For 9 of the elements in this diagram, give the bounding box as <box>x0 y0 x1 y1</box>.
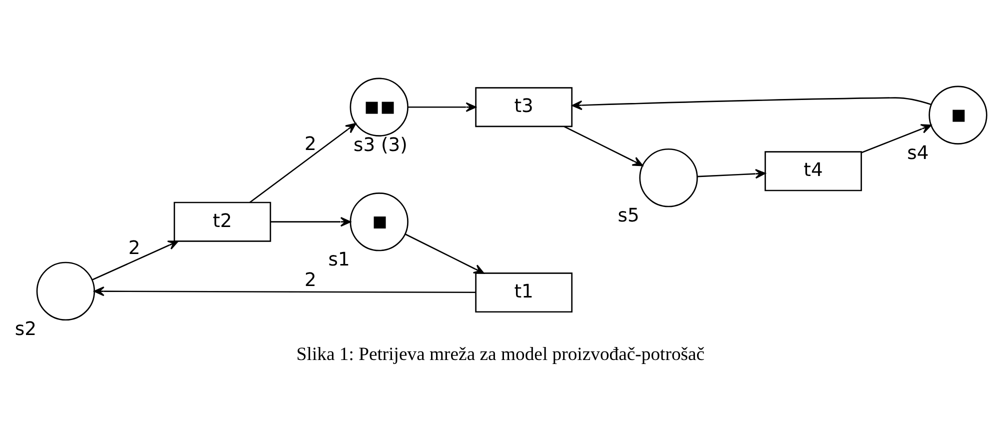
edge-label: 2 <box>304 270 316 291</box>
edge-label: 2 <box>304 134 316 155</box>
node-label: s3 (3) <box>352 134 407 156</box>
edge-label: 2 <box>128 238 140 259</box>
caption: Slika 1: Petrijeva mreža za model proizvođač-potrošač <box>296 344 704 365</box>
node-label: s1 <box>328 248 350 270</box>
node-label: s2 <box>14 318 36 340</box>
node-label: s4 <box>906 142 928 164</box>
node-label: s5 <box>617 204 639 226</box>
